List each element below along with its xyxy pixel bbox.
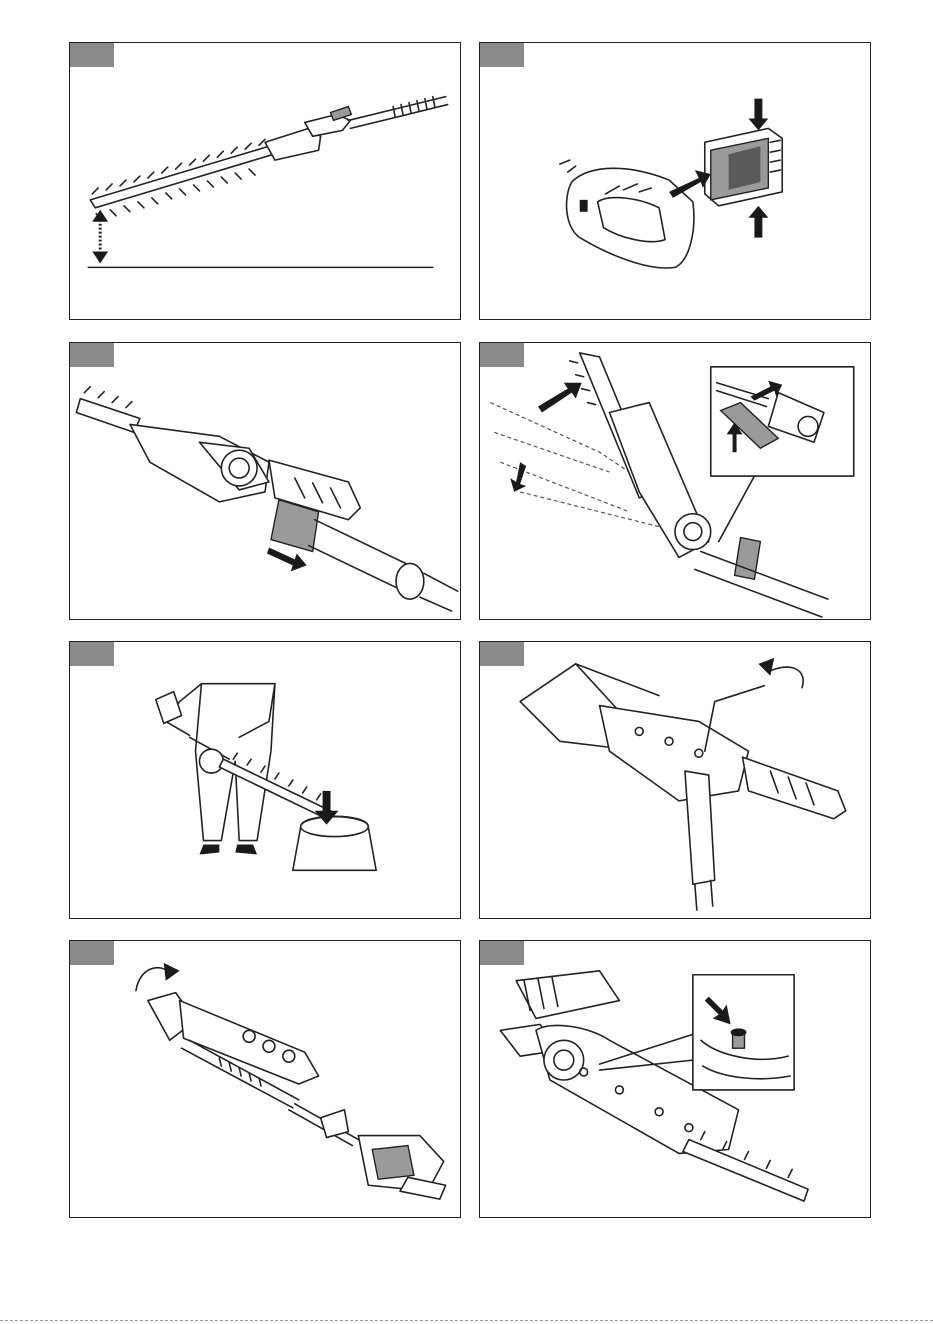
hex-wrench-adjustment-diagram [479,641,871,919]
hedge-trimmer-height-diagram [69,42,461,320]
figure-illustration [70,43,460,319]
figure-illustration [480,941,870,1217]
sliding-sleeve-release-diagram [69,342,461,620]
figure-illustration [480,43,870,319]
figure-illustration [70,343,460,619]
battery-insertion-diagram [479,42,871,320]
figure-illustration [480,642,870,918]
figure-illustration [70,941,460,1217]
head-angle-adjustment-diagram [479,342,871,620]
blade-cover-rotation-diagram [69,940,461,1218]
figure-illustration [70,642,460,918]
figure-illustration [480,343,870,619]
operator-stump-stance-diagram [69,641,461,919]
grease-fitting-diagram [479,940,871,1218]
page-bottom-rule [0,1320,933,1321]
